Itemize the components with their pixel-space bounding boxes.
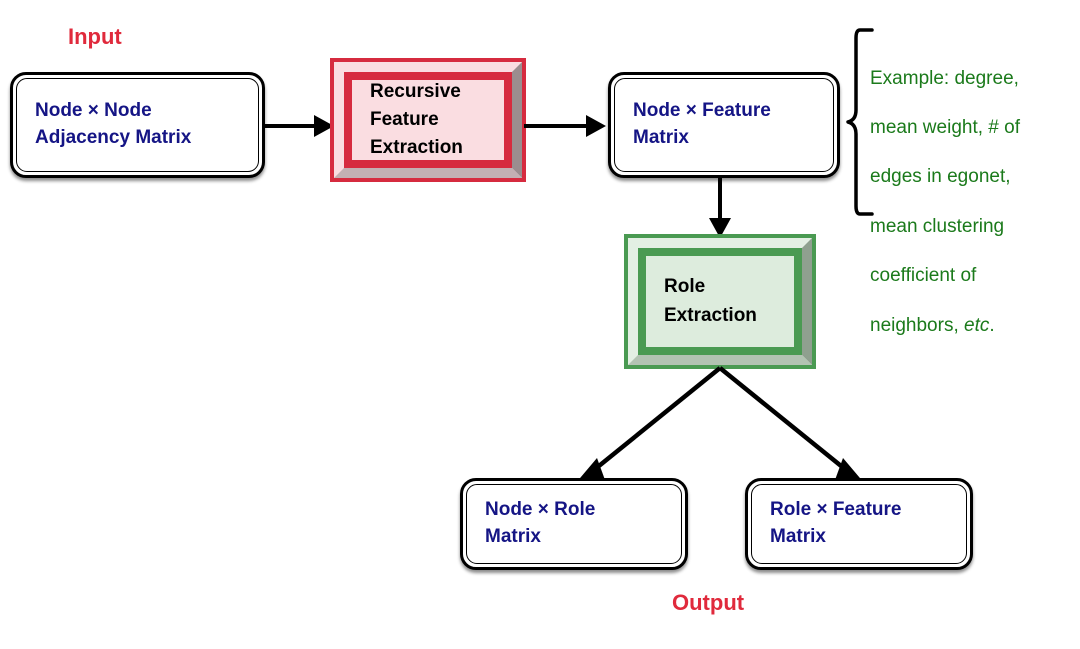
role-extraction-box[interactable]: Role Extraction	[624, 234, 816, 369]
annotation-line-2: mean weight, # of	[870, 117, 1020, 139]
role-frame-face: Role Extraction	[646, 256, 794, 347]
arrow-recursive-feature-extraction-to-node-feature	[524, 115, 606, 137]
output-label: Output	[672, 590, 745, 615]
arrow-node-feature-to-role-extraction	[709, 176, 731, 238]
annotation-line-3: edges in egonet,	[870, 166, 1011, 188]
annotation-line-4: mean clustering	[870, 215, 1005, 237]
recursive-frame-face: Recursive Feature Extraction	[352, 80, 504, 160]
node-role-matrix-label: Node × Role Matrix	[485, 499, 596, 547]
role-extraction-label: Role Extraction	[664, 276, 757, 326]
arrow-adjacency-to-recursive-feature-extraction	[264, 115, 334, 137]
node-role-matrix-box[interactable]: Node × Role Matrix	[460, 478, 688, 570]
node-adjacency-matrix-label: Node × Node Adjacency Matrix	[35, 100, 192, 148]
recursive-feature-extraction-box[interactable]: Recursive Feature Extraction	[330, 58, 526, 182]
annotation-line-6-italic: etc	[964, 314, 990, 336]
annotation-line-6-prefix: neighbors,	[870, 314, 965, 336]
feature-examples-annotation: Example: degree, mean weight, # of edges…	[870, 42, 1080, 363]
recursive-feature-extraction-label: Recursive Feature Extraction	[370, 80, 463, 159]
annotation-line-5: coefficient of	[870, 265, 977, 287]
arrow-role-extraction-to-node-role	[575, 366, 722, 484]
node-feature-matrix-box[interactable]: Node × Feature Matrix	[608, 72, 840, 178]
role-feature-matrix-label: Role × Feature Matrix	[770, 499, 902, 547]
annotation-line-1: Example: degree,	[870, 67, 1019, 89]
arrows-role-extraction-to-outputs	[575, 366, 865, 484]
annotation-line-6-suffix: .	[989, 314, 995, 336]
node-feature-matrix-label: Node × Feature Matrix	[633, 100, 771, 148]
annotation-line-6: neighbors, etc.	[870, 314, 1080, 339]
role-feature-matrix-box[interactable]: Role × Feature Matrix	[745, 478, 973, 570]
arrow-role-extraction-to-role-feature	[718, 366, 865, 484]
node-adjacency-matrix-box[interactable]: Node × Node Adjacency Matrix	[10, 72, 265, 178]
input-label: Input	[68, 24, 122, 49]
